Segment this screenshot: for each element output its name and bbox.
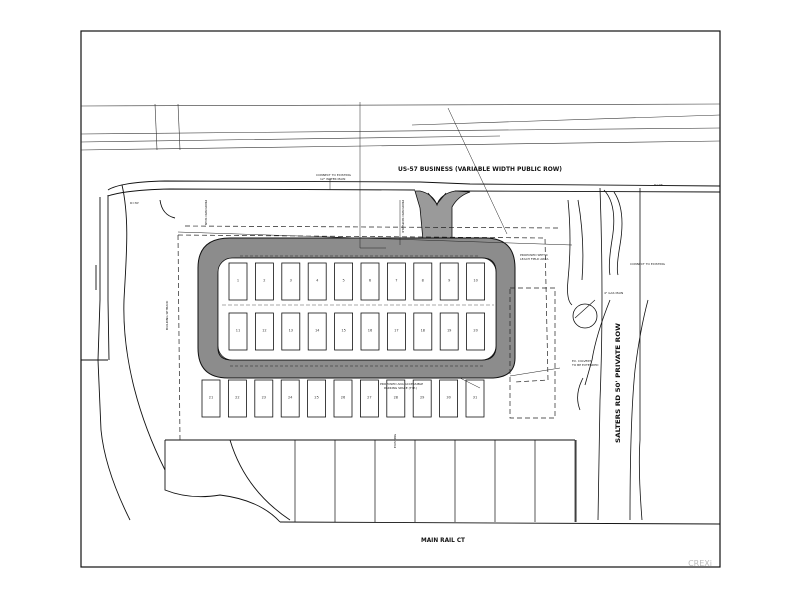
watermark: CREXi xyxy=(688,559,712,568)
parking-stall xyxy=(307,379,327,418)
stall-number: 10 xyxy=(473,279,477,283)
svg-text:PROPOSED SIDEWALK: PROPOSED SIDEWALK xyxy=(401,200,405,234)
west-roadway xyxy=(81,184,176,521)
south-parcels xyxy=(294,440,576,522)
property-boundary xyxy=(177,225,561,441)
svg-text:CONNECT TO EXISTING: CONNECT TO EXISTING xyxy=(630,262,666,266)
svg-text:PARKING SPACE (TYP.): PARKING SPACE (TYP.) xyxy=(384,386,417,390)
parking-stall xyxy=(334,312,354,351)
parking-stall xyxy=(254,379,274,418)
stall-number: 13 xyxy=(289,329,293,333)
parking-stall xyxy=(386,312,406,351)
parking-stall xyxy=(439,312,459,351)
north-road-label: US-57 BUSINESS (VARIABLE WIDTH PUBLIC RO… xyxy=(398,166,562,173)
stall-number: 24 xyxy=(288,396,293,400)
parking-stall xyxy=(360,312,380,351)
stall-number: 28 xyxy=(394,396,398,400)
parking-stall xyxy=(201,379,221,418)
stall-number: 4 xyxy=(316,279,319,283)
parking-stall xyxy=(465,379,485,418)
stall-number: 3 xyxy=(290,279,292,283)
parking-stall xyxy=(386,262,406,301)
parking-stall xyxy=(333,379,353,418)
stall-number: 14 xyxy=(315,329,320,333)
stall-number: 7 xyxy=(395,279,397,283)
stall-number: 1 xyxy=(237,279,239,283)
row-lines xyxy=(80,103,721,151)
north-road-curbs xyxy=(107,180,721,197)
svg-text:TO BE EXTENDED: TO BE EXTENDED xyxy=(571,363,599,367)
parking-stall xyxy=(280,379,300,418)
stall-number: 6 xyxy=(369,279,371,283)
east-road-label: SALTERS RD 50' PRIVATE ROW xyxy=(615,323,622,443)
parking-stall xyxy=(228,262,248,301)
stall-number: 9 xyxy=(448,279,450,283)
parking-stall xyxy=(413,312,433,351)
stall-number: 16 xyxy=(368,329,372,333)
stall-number: 31 xyxy=(473,396,477,400)
stall-number: 22 xyxy=(235,396,239,400)
stall-number: 20 xyxy=(473,329,477,333)
stall-number: 30 xyxy=(446,396,450,400)
parking-stall xyxy=(228,312,248,351)
leader-lines xyxy=(177,102,573,389)
stall-number: 5 xyxy=(342,279,344,283)
svg-text:PROPOSED ADA ACCESSIBLE: PROPOSED ADA ACCESSIBLE xyxy=(380,382,423,386)
parking-stall xyxy=(412,379,432,418)
stall-number: 26 xyxy=(341,396,345,400)
parking-stall xyxy=(413,262,433,301)
plan-notes: CONNECT TO EXISTING 12" WATER MAIN PROPO… xyxy=(130,173,666,390)
stall-number: 19 xyxy=(447,329,451,333)
parking-stall xyxy=(466,262,486,301)
stall-number: 29 xyxy=(420,396,424,400)
stall-number: 27 xyxy=(367,396,371,400)
svg-text:PROPOSED SIGN: PROPOSED SIGN xyxy=(204,200,208,225)
svg-text:EX. CULVERT: EX. CULVERT xyxy=(572,359,591,363)
stall-number: 18 xyxy=(421,329,425,333)
parking-stall xyxy=(439,379,459,418)
east-features xyxy=(567,187,649,521)
parking-stall xyxy=(254,312,274,351)
stall-number: 2 xyxy=(263,279,265,283)
parking-stall xyxy=(307,312,327,351)
svg-text:BUILDING SETBACK: BUILDING SETBACK xyxy=(165,300,169,330)
svg-text:CONNECT TO EXISTING: CONNECT TO EXISTING xyxy=(316,173,352,177)
parking-stall xyxy=(281,262,301,301)
svg-text:LEACH FIELD AREA: LEACH FIELD AREA xyxy=(520,257,549,261)
svg-text:EXISTING: EXISTING xyxy=(393,433,397,448)
vertical-notes: PROPOSED SIGN PROPOSED SIDEWALK EXISTING… xyxy=(165,200,405,448)
parking-stall xyxy=(386,379,406,418)
stall-number: 17 xyxy=(394,329,398,333)
stall-number: 8 xyxy=(422,279,424,283)
stall-number: 21 xyxy=(209,396,213,400)
svg-text:R=30': R=30' xyxy=(130,201,139,205)
svg-text:4" GAS MAIN: 4" GAS MAIN xyxy=(604,291,623,295)
parking-stall xyxy=(227,379,247,418)
south-road-label: MAIN RAIL CT xyxy=(421,537,466,544)
parking-stall xyxy=(334,262,354,301)
parking-stall xyxy=(254,262,274,301)
stall-number: 25 xyxy=(314,396,318,400)
svg-text:12" WATER MAIN: 12" WATER MAIN xyxy=(320,177,345,181)
stall-number: 12 xyxy=(262,329,266,333)
stall-number: 11 xyxy=(236,329,240,333)
parking-stall xyxy=(439,262,459,301)
parking-stall xyxy=(360,262,380,301)
parking-stall xyxy=(307,262,327,301)
southwest-curve xyxy=(164,439,721,525)
stall-number: 23 xyxy=(262,396,266,400)
parking-stall xyxy=(466,312,486,351)
svg-text:PROPOSED SEPTIC: PROPOSED SEPTIC xyxy=(520,253,548,257)
stall-number: 15 xyxy=(341,329,345,333)
parking-stall xyxy=(359,379,379,418)
svg-text:R=25': R=25' xyxy=(654,183,663,187)
parking-stall xyxy=(281,312,301,351)
